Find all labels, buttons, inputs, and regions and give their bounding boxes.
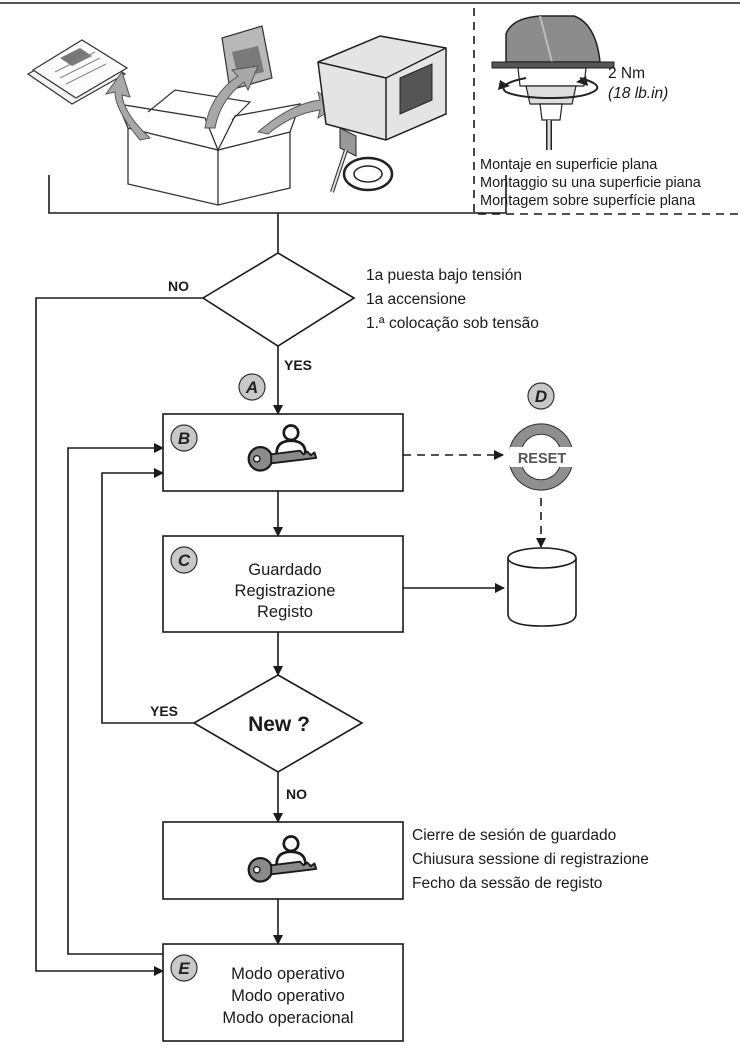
device-icon bbox=[317, 35, 447, 193]
no-label-new: NO bbox=[286, 786, 307, 802]
save-line-es: Guardado bbox=[248, 561, 321, 579]
yes-label-new: YES bbox=[150, 703, 178, 719]
svg-text:D: D bbox=[535, 387, 547, 406]
database-icon bbox=[507, 547, 577, 627]
unbox-arrows bbox=[104, 65, 339, 141]
no-label-top: NO bbox=[168, 278, 189, 294]
operating-line-pt: Modo operacional bbox=[222, 1009, 353, 1027]
mounting-panel-border bbox=[473, 8, 740, 215]
marker-d: D bbox=[527, 382, 555, 410]
first-power-line-pt: 1.ª colocação sob tensão bbox=[366, 315, 539, 332]
reset-icon: RESET bbox=[509, 423, 574, 491]
svg-text:E: E bbox=[178, 959, 190, 978]
svg-text:A: A bbox=[245, 378, 258, 397]
first-power-line-es: 1a puesta bajo tensión bbox=[366, 267, 522, 284]
marker-b: B bbox=[170, 424, 198, 452]
rotate-torque-icon bbox=[498, 76, 599, 100]
svg-text:RESET: RESET bbox=[518, 451, 566, 467]
operating-line-it: Modo operativo bbox=[231, 987, 345, 1005]
close-session-line-es: Cierre de sesión de guardado bbox=[412, 827, 616, 844]
box-c-save bbox=[162, 535, 404, 633]
connector-e-to-b bbox=[67, 443, 164, 955]
torque-label: 2 Nm bbox=[608, 65, 645, 82]
box-e-operating bbox=[162, 943, 404, 1042]
yes-label-top: YES bbox=[284, 357, 312, 373]
manual-documents-icon bbox=[26, 39, 129, 105]
open-box-icon bbox=[116, 89, 301, 206]
close-session-line-pt: Fecho da sessão de registo bbox=[412, 875, 602, 892]
operating-line-es: Modo operativo bbox=[231, 965, 345, 983]
first-power-decision bbox=[201, 252, 356, 347]
mounting-line-it: Montaggio su una superficie piana bbox=[480, 175, 702, 191]
svg-text:C: C bbox=[178, 551, 191, 570]
mounting-line-pt: Montagem sobre superfície plana bbox=[480, 193, 696, 209]
connector-no-to-operating bbox=[35, 297, 203, 976]
marker-e: E bbox=[170, 954, 198, 982]
connector-new-yes-to-b bbox=[101, 468, 194, 724]
mounting-line-es: Montaje en superficie plana bbox=[480, 157, 658, 173]
new-question: New ? bbox=[248, 713, 310, 736]
marker-a: A bbox=[238, 373, 266, 401]
mounting-device-icon bbox=[491, 15, 615, 150]
marker-c: C bbox=[170, 546, 198, 574]
close-session-line-it: Chiusura sessione di registrazione bbox=[412, 851, 649, 868]
first-power-line-it: 1a accensione bbox=[366, 291, 466, 308]
save-line-pt: Registo bbox=[257, 603, 313, 621]
save-line-it: Registrazione bbox=[235, 582, 336, 600]
torque-imperial-label: (18 lb.in) bbox=[608, 85, 668, 102]
svg-text:B: B bbox=[178, 429, 190, 448]
